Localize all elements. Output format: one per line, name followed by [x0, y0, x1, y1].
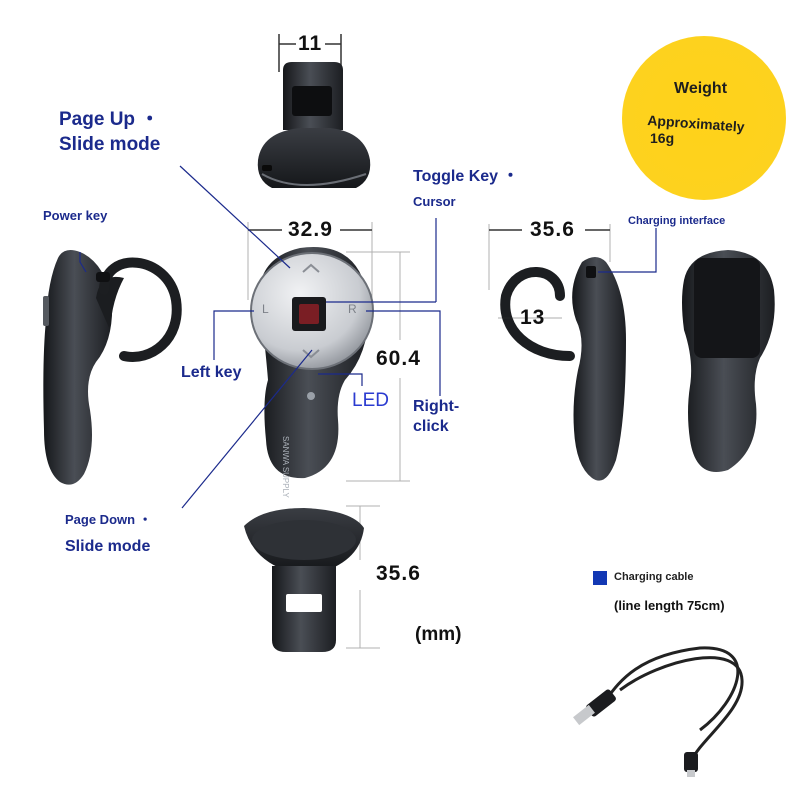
- brand-text: SANWA SUPPLY: [281, 436, 290, 498]
- label-line-length: (line length 75cm): [614, 598, 725, 613]
- weight-badge: [622, 36, 786, 200]
- weight-line2: 16g: [650, 130, 675, 146]
- dim-side-width: 35.6: [530, 218, 575, 241]
- bottom-view-device: [244, 505, 380, 652]
- top-view-device: [257, 34, 371, 188]
- dim-front-width: 32.9: [288, 218, 333, 241]
- dim-ring-depth: 13: [520, 306, 546, 329]
- callout-lines: [79, 165, 657, 509]
- right-key-letter: R: [348, 302, 357, 316]
- back-view-device: [682, 250, 775, 472]
- dim-bottom-depth: 35.6: [376, 562, 421, 585]
- label-right-click-2: click: [413, 418, 449, 435]
- label-page-up: Page Up ・: [59, 109, 160, 130]
- cable-legend-square: [593, 571, 607, 585]
- dim-front-height: 60.4: [376, 347, 421, 370]
- label-right-click-1: Right-: [413, 398, 460, 415]
- weight-title: Weight: [674, 80, 728, 97]
- label-toggle-key: Toggle Key ・: [413, 168, 519, 185]
- label-led: LED: [352, 390, 389, 411]
- label-power-key: Power key: [43, 208, 108, 223]
- label-page-down: Page Down ・: [65, 512, 152, 527]
- label-charging-cable: Charging cable: [614, 571, 694, 583]
- label-charging-interface: Charging interface: [628, 215, 726, 227]
- label-cursor: Cursor: [413, 194, 456, 209]
- charging-cable-image: [573, 646, 744, 777]
- unit-label: (mm): [415, 624, 462, 645]
- label-page-up-mode: Slide mode: [59, 134, 161, 155]
- left-key-letter: L: [262, 302, 269, 316]
- label-left-key: Left key: [181, 364, 242, 381]
- left-side-view-device: [43, 250, 182, 485]
- right-side-view-device: [488, 224, 626, 481]
- dim-top-width: 11: [298, 32, 323, 55]
- label-page-down-mode: Slide mode: [65, 538, 151, 555]
